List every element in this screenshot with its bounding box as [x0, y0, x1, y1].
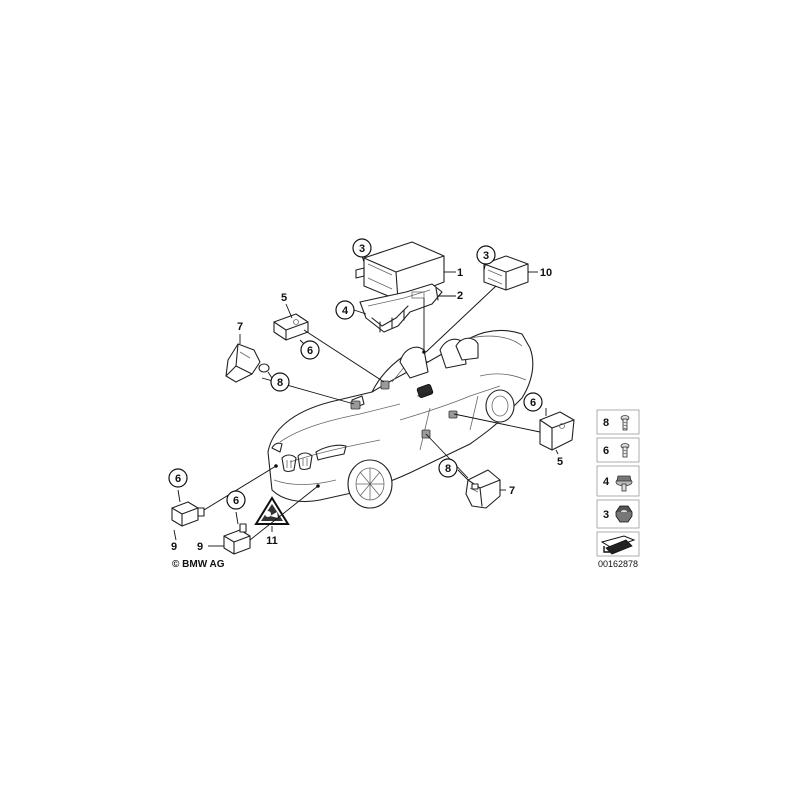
callout-6-right-bracket: 6 [530, 397, 536, 409]
screw-8-icon [620, 415, 630, 431]
callout-7-right: 7 [509, 485, 515, 497]
callout-7-left: 7 [237, 321, 243, 333]
side-impact-sensor-right [465, 469, 501, 509]
callout-1: 1 [457, 267, 463, 279]
callout-8-left: 8 [277, 377, 283, 389]
car-outline [267, 329, 534, 509]
hex-nut-3-icon [615, 505, 633, 523]
callout-3-control-unit: 3 [359, 243, 365, 255]
callout-5-right: 5 [557, 456, 563, 468]
direction-arrow-icon [600, 535, 636, 555]
callout-3-sensor-module: 3 [483, 250, 489, 262]
flange-bolt-4-icon [615, 475, 633, 492]
installed-sensor-marks [274, 350, 458, 488]
side-impact-sensor-left [225, 343, 270, 383]
callout-6-front-sensor-1: 6 [175, 473, 181, 485]
legend-label-8: 8 [603, 417, 609, 429]
callout-9-front-sensor-2: 9 [197, 541, 203, 553]
callout-10: 10 [540, 267, 552, 279]
legend-label-4: 4 [603, 476, 610, 488]
upfront-sensor-2 [223, 523, 251, 555]
diagram-number: 00162878 [598, 559, 638, 569]
leader-lines [173, 255, 559, 547]
legend-label-3: 3 [603, 509, 609, 521]
fastener-legend: 8 6 4 3 00162878 [596, 409, 640, 569]
callout-8-right: 8 [445, 463, 451, 475]
callout-6-front-sensor-2: 6 [233, 495, 239, 507]
callout-2: 2 [457, 290, 463, 302]
screw-6-icon [620, 443, 630, 458]
callout-4: 4 [342, 305, 349, 317]
satellite-sensor-module [483, 255, 529, 291]
callout-11: 11 [266, 535, 278, 547]
callout-6-left-bracket: 6 [307, 345, 313, 357]
airbag-control-unit [355, 241, 445, 301]
upfront-sensor-1 [171, 501, 205, 527]
sensor-bracket-right [539, 411, 575, 451]
airbag-warning-label [254, 496, 290, 525]
legend-label-6: 6 [603, 445, 609, 457]
sensor-bracket-left [273, 313, 309, 341]
callouts: 3 1 2 3 10 4 5 6 7 8 6 5 8 7 6 9 6 9 11 [168, 238, 563, 553]
callout-5-left: 5 [281, 292, 287, 304]
callout-9-front-sensor-1: 9 [171, 541, 177, 553]
copyright-text: © BMW AG [172, 559, 225, 570]
control-unit-bracket [359, 283, 443, 333]
